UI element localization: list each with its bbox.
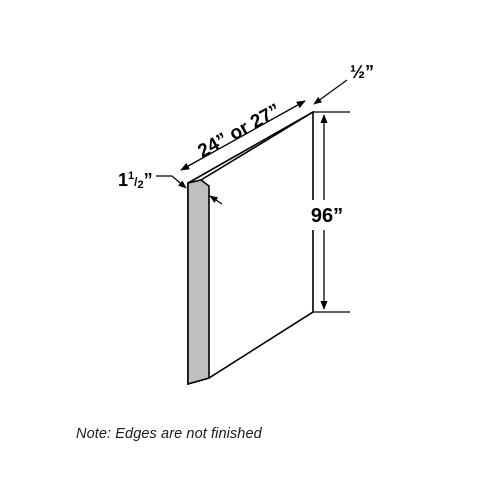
edge-arrow-right: [209, 195, 223, 205]
width-dimension-line: [180, 100, 306, 171]
thickness-label: ½”: [350, 62, 374, 82]
height-label: 96”: [311, 205, 343, 227]
panel-edge: [187, 179, 210, 386]
note-text: Note: Edges are not finished: [76, 426, 262, 442]
thickness-leader: [313, 79, 348, 105]
edge-leader: [156, 175, 187, 189]
edge-label: 11/2”: [118, 170, 153, 191]
